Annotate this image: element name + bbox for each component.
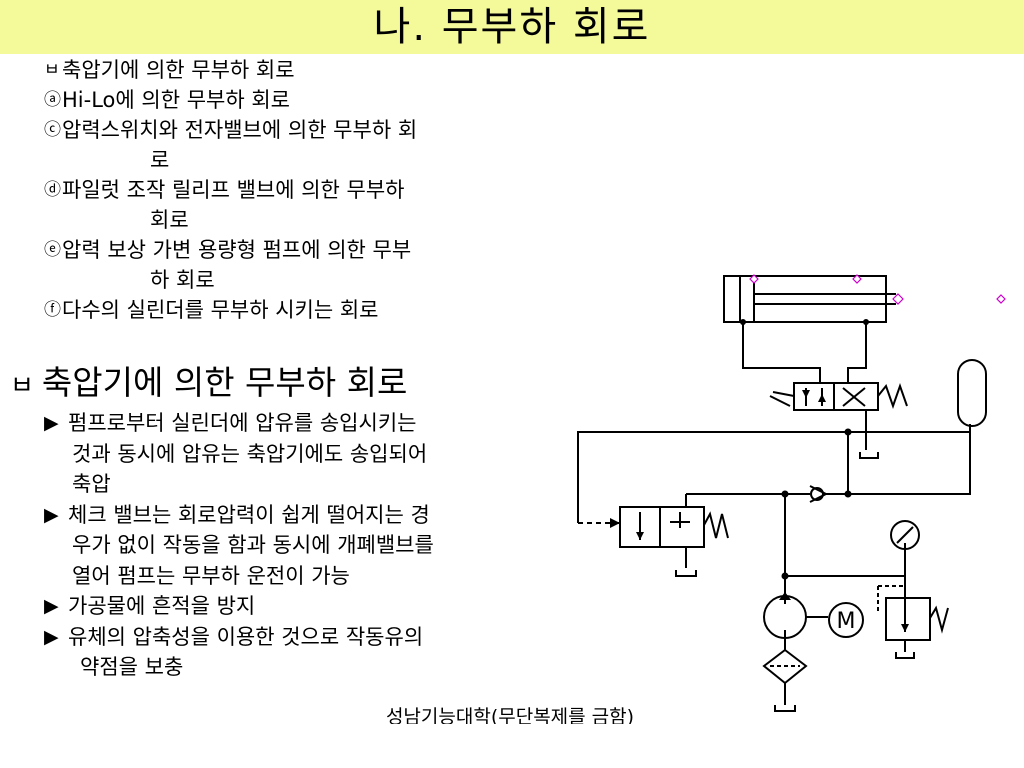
bullet-list: ▶ 펌프로부터 실린더에 압유를 송입시키는 것과 동시에 압유는 축압기에도 … xyxy=(44,408,554,683)
item-marker: ㅂ xyxy=(44,60,60,80)
item-marker: ⓓ xyxy=(44,180,61,200)
list-item: ⓔ 압력 보상 가변 용량형 펌프에 의한 무부 하 회로 xyxy=(44,235,544,295)
flow-arrows xyxy=(610,390,909,632)
item-marker: ⓔ xyxy=(44,240,61,260)
list-item: ⓒ 압력스위치와 전자밸브에 의한 무부하 회 로 xyxy=(44,115,544,175)
cylinder xyxy=(723,275,896,323)
pipe-check-to-dcv xyxy=(826,424,971,495)
pipe-cylinder-right xyxy=(847,322,867,383)
pressure-gauge xyxy=(890,520,920,550)
arrow-bullet-icon: ▶ xyxy=(44,625,59,648)
junction-dots xyxy=(740,319,869,580)
unloading-valve xyxy=(578,506,729,548)
tank-symbol xyxy=(895,652,915,659)
pump xyxy=(763,595,828,639)
footer-copyright: 성남기능대학(무단복제를 금함) xyxy=(385,706,635,724)
pipe-cylinder-left xyxy=(742,322,821,383)
bullet-item: ▶ 체크 밸브는 회로압력이 쉽게 떨어지는 경 우가 없이 작동을 함과 동시… xyxy=(44,500,554,592)
circuit-type-list: ㅂ 축압기에 의한 무부하 회로 ⓐ Hi-Lo에 의한 무부하 회로 ⓒ 압력… xyxy=(44,55,544,325)
list-item: ⓕ 다수의 실린더를 무부하 시키는 회로 xyxy=(44,295,544,325)
motor-label: M xyxy=(837,609,856,634)
pipe-pilot-line xyxy=(577,424,971,523)
bullet-item: ▶ 유체의 압축성을 이용한 것으로 작동유의 약점을 보충 xyxy=(44,622,554,683)
list-item: ㅂ 축압기에 의한 무부하 회로 xyxy=(44,55,544,85)
bullet-item: ▶ 가공물에 흔적을 방지 xyxy=(44,591,554,622)
list-item: ⓐ Hi-Lo에 의한 무부하 회로 xyxy=(44,85,544,115)
item-marker: ⓒ xyxy=(44,120,61,140)
tank-symbol xyxy=(774,705,796,712)
check-valve xyxy=(809,485,829,503)
pipe-gauge-relief xyxy=(785,543,906,577)
arrow-bullet-icon: ▶ xyxy=(44,412,59,434)
selection-handles xyxy=(749,274,1006,305)
tank-symbol xyxy=(675,570,697,577)
hydraulic-circuit-diagram: M xyxy=(577,274,1006,712)
electric-motor xyxy=(828,602,864,638)
arrow-bullet-icon: ▶ xyxy=(44,503,59,526)
accumulator xyxy=(957,359,987,427)
bullet-item: ▶ 펌프로부터 실린더에 압유를 송입시키는 것과 동시에 압유는 축압기에도 … xyxy=(44,408,554,500)
section-heading-text: 축압기에 의한 무부하 회로 xyxy=(41,363,408,402)
filter xyxy=(762,648,808,685)
item-marker: ⓕ xyxy=(44,300,61,320)
arrow-bullet-icon: ▶ xyxy=(44,595,59,617)
directional-valve xyxy=(769,382,908,411)
title-bar xyxy=(0,0,1024,54)
list-item: ⓓ 파일럿 조작 릴리프 밸브에 의한 무부하 회로 xyxy=(44,175,544,235)
tank-symbol xyxy=(859,452,879,459)
section-marker: ㅂ xyxy=(10,371,34,401)
item-marker: ⓐ xyxy=(44,90,61,110)
pipe-pump-to-unload xyxy=(784,493,810,604)
page-title: 나. 무부하 회로 xyxy=(373,4,651,50)
relief-valve xyxy=(877,585,949,641)
